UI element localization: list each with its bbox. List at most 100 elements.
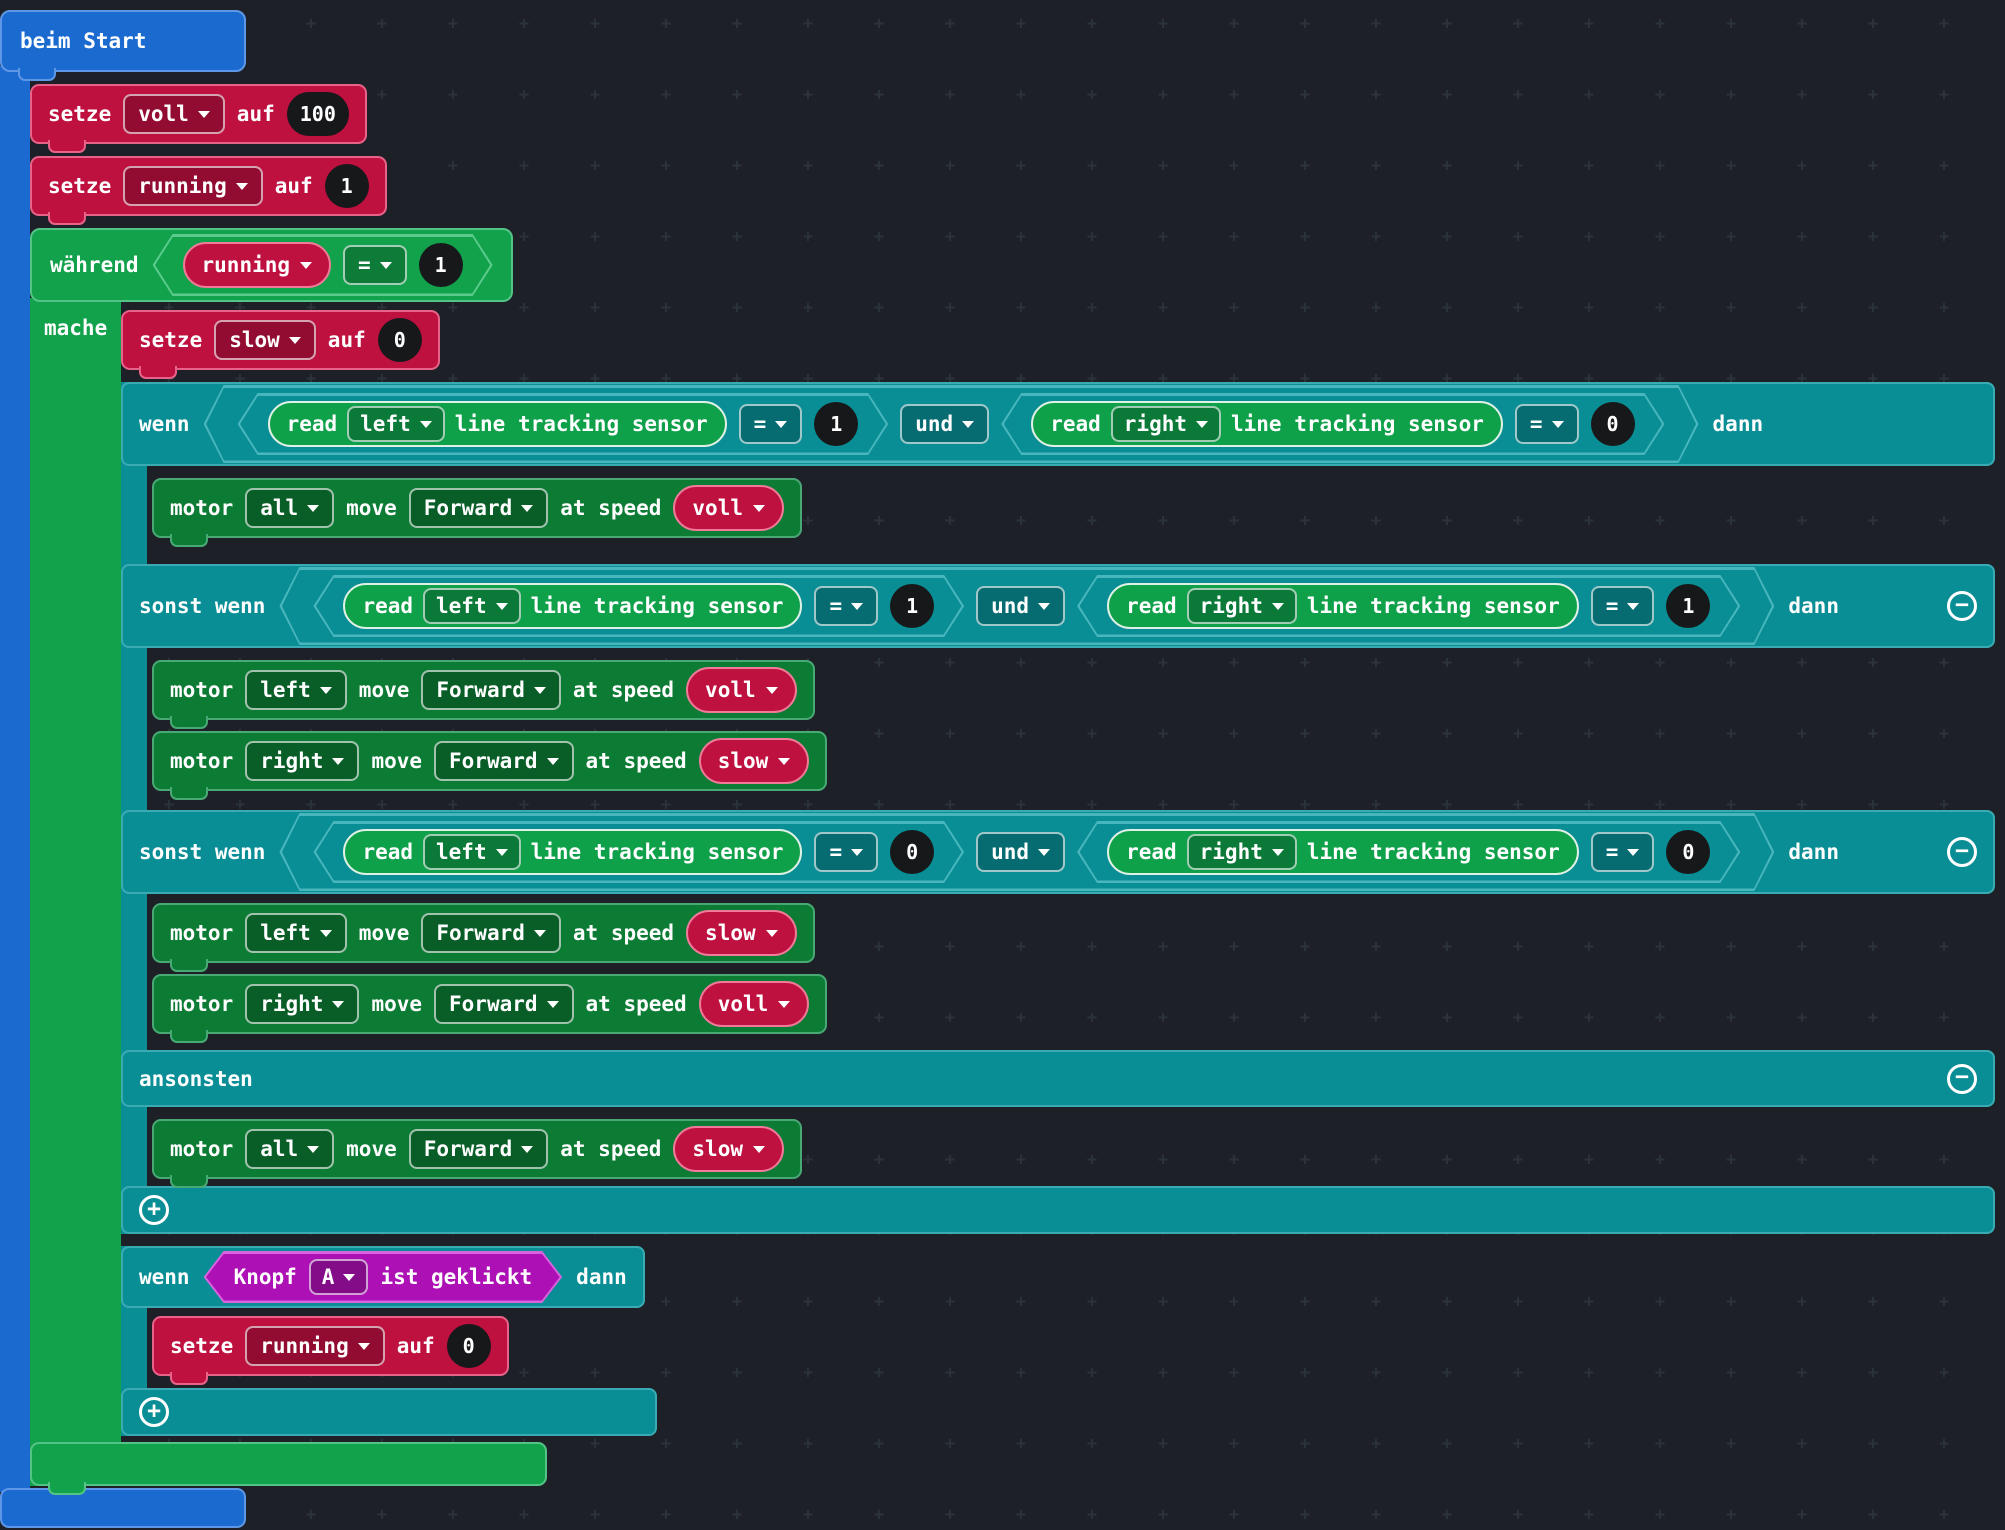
on-start-block-wall[interactable] (0, 66, 30, 1492)
motor-select-dropdown[interactable]: left (245, 670, 347, 710)
comparison-block-right[interactable]: read right line tracking sensor = 1 (1077, 575, 1740, 637)
direction-dropdown[interactable]: Forward (421, 670, 561, 710)
motor-select-dropdown[interactable]: left (245, 913, 347, 953)
speed-variable-pill[interactable]: slow (698, 738, 810, 784)
sensor-port-dropdown[interactable]: right (1186, 834, 1297, 870)
motor-block[interactable]: motor all move Forward at speed slow (152, 1119, 802, 1188)
speed-variable-pill[interactable]: voll (673, 485, 784, 531)
and-dropdown[interactable]: und (900, 404, 990, 444)
while-block-header[interactable]: während running = 1 (30, 228, 513, 302)
direction-dropdown[interactable]: Forward (421, 913, 561, 953)
read-sensor-block[interactable]: read left line tracking sensor (343, 829, 803, 875)
number-input[interactable]: 1 (814, 402, 859, 446)
sensor-port-dropdown[interactable]: right (1186, 588, 1297, 624)
motor-select-dropdown[interactable]: right (245, 741, 360, 781)
number-input[interactable]: 0 (377, 318, 422, 362)
read-sensor-block[interactable]: read left line tracking sensor (267, 401, 727, 447)
motor-block[interactable]: motor left move Forward at speed slow (152, 903, 815, 972)
operator-dropdown[interactable]: = (738, 404, 803, 444)
set-variable-block-running[interactable]: setze running auf 1 (30, 156, 387, 225)
comparison-block-left[interactable]: read left line tracking sensor = 0 (313, 821, 964, 883)
number-input[interactable]: 0 (1590, 402, 1635, 446)
and-condition[interactable]: read left line tracking sensor = 1 und (204, 385, 1699, 463)
comparison-block-right[interactable]: read right line tracking sensor = 0 (1001, 393, 1664, 455)
operator-dropdown[interactable]: = (1590, 586, 1655, 626)
direction-dropdown[interactable]: Forward (434, 741, 574, 781)
grid-plus-mark: + (305, 369, 317, 389)
variable-pill-running[interactable]: running (182, 242, 332, 288)
speed-variable-pill[interactable]: voll (686, 667, 797, 713)
add-branch-button[interactable]: + (139, 1397, 169, 1427)
dann-label: dann (1788, 840, 1839, 864)
comparison-block-left[interactable]: read left line tracking sensor = 1 (238, 393, 889, 455)
and-condition[interactable]: read left line tracking sensor = 0 und (279, 813, 1774, 891)
button-dropdown[interactable]: A (308, 1259, 369, 1295)
operator-dropdown[interactable]: = (1590, 832, 1655, 872)
motor-block[interactable]: motor right move Forward at speed slow (152, 731, 828, 800)
sensor-port-dropdown[interactable]: left (423, 588, 521, 624)
remove-branch-button[interactable]: − (1947, 1063, 1977, 1094)
speed-variable-pill[interactable]: voll (698, 981, 810, 1027)
variable-dropdown[interactable]: slow (214, 320, 316, 360)
set-variable-block-slow[interactable]: setze slow auf 0 (121, 310, 440, 379)
operator-dropdown[interactable]: = (1514, 404, 1579, 444)
button-if-row[interactable]: wenn Knopf A ist geklickt dann (121, 1246, 645, 1308)
while-condition[interactable]: running = 1 (153, 234, 493, 296)
grid-plus-mark: + (163, 298, 175, 318)
number-input[interactable]: 100 (286, 92, 349, 136)
read-sensor-block[interactable]: read right line tracking sensor (1107, 583, 1579, 629)
operator-dropdown[interactable]: = (343, 245, 407, 285)
number-input[interactable]: 1 (1666, 584, 1711, 628)
variable-dropdown[interactable]: running (123, 166, 263, 206)
motor-select-dropdown[interactable]: all (245, 1129, 335, 1169)
on-start-block-header[interactable]: beim Start (0, 10, 246, 81)
sensor-port-dropdown[interactable]: left (347, 406, 445, 442)
direction-dropdown[interactable]: Forward (434, 984, 574, 1024)
and-dropdown[interactable]: und (976, 832, 1066, 872)
operator-dropdown[interactable]: = (814, 832, 879, 872)
elseif-row[interactable]: sonst wenn read left line tracking senso… (121, 810, 1995, 894)
motor-block[interactable]: motor all move Forward at speed voll (152, 478, 802, 547)
on-start-block-foot[interactable] (0, 1488, 246, 1528)
set-variable-block-running0[interactable]: setze running auf 0 (152, 1316, 509, 1385)
number-input[interactable]: 1 (418, 243, 463, 287)
number-input[interactable]: 0 (1666, 830, 1711, 874)
button-if-bottom-bar[interactable]: + (121, 1388, 657, 1436)
else-row[interactable]: ansonsten − (121, 1050, 1995, 1107)
add-branch-button[interactable]: + (139, 1195, 169, 1225)
sensor-port-dropdown[interactable]: right (1110, 406, 1221, 442)
number-input[interactable]: 0 (446, 1324, 491, 1368)
if-block-bottom-bar[interactable]: + (121, 1186, 1995, 1234)
speed-variable-pill[interactable]: slow (673, 1126, 784, 1172)
sensor-port-dropdown[interactable]: left (423, 834, 521, 870)
grid-plus-mark: + (944, 85, 956, 105)
if-row[interactable]: wenn read left line tracking sensor = 1 (121, 382, 1995, 466)
variable-dropdown[interactable]: voll (123, 94, 225, 134)
set-variable-block-voll[interactable]: setze voll auf 100 (30, 84, 367, 153)
operator-dropdown[interactable]: = (814, 586, 879, 626)
motor-block[interactable]: motor right move Forward at speed voll (152, 974, 828, 1043)
direction-dropdown[interactable]: Forward (408, 1129, 549, 1169)
motor-select-dropdown[interactable]: right (245, 984, 360, 1024)
and-condition[interactable]: read left line tracking sensor = 1 und (279, 567, 1774, 645)
number-input[interactable]: 0 (890, 830, 935, 874)
elseif-row[interactable]: sonst wenn read left line tracking senso… (121, 564, 1995, 648)
comparison-block-right[interactable]: read right line tracking sensor = 0 (1077, 821, 1740, 883)
and-dropdown[interactable]: und (976, 586, 1066, 626)
read-sensor-block[interactable]: read left line tracking sensor (343, 583, 803, 629)
motor-block[interactable]: motor left move Forward at speed voll (152, 660, 815, 729)
button-clicked-condition[interactable]: Knopf A ist geklickt (204, 1251, 563, 1303)
read-sensor-block[interactable]: read right line tracking sensor (1031, 401, 1503, 447)
read-sensor-block[interactable]: read right line tracking sensor (1107, 829, 1579, 875)
number-input[interactable]: 1 (324, 164, 369, 208)
while-block-foot[interactable] (30, 1442, 547, 1495)
remove-branch-button[interactable]: − (1947, 591, 1977, 621)
while-block-wall[interactable] (30, 298, 121, 1486)
number-input[interactable]: 1 (890, 584, 935, 628)
remove-branch-button[interactable]: − (1947, 837, 1977, 867)
speed-variable-pill[interactable]: slow (686, 910, 797, 956)
comparison-block-left[interactable]: read left line tracking sensor = 1 (313, 575, 964, 637)
variable-dropdown[interactable]: running (245, 1326, 385, 1366)
direction-dropdown[interactable]: Forward (408, 488, 549, 528)
motor-select-dropdown[interactable]: all (245, 488, 335, 528)
